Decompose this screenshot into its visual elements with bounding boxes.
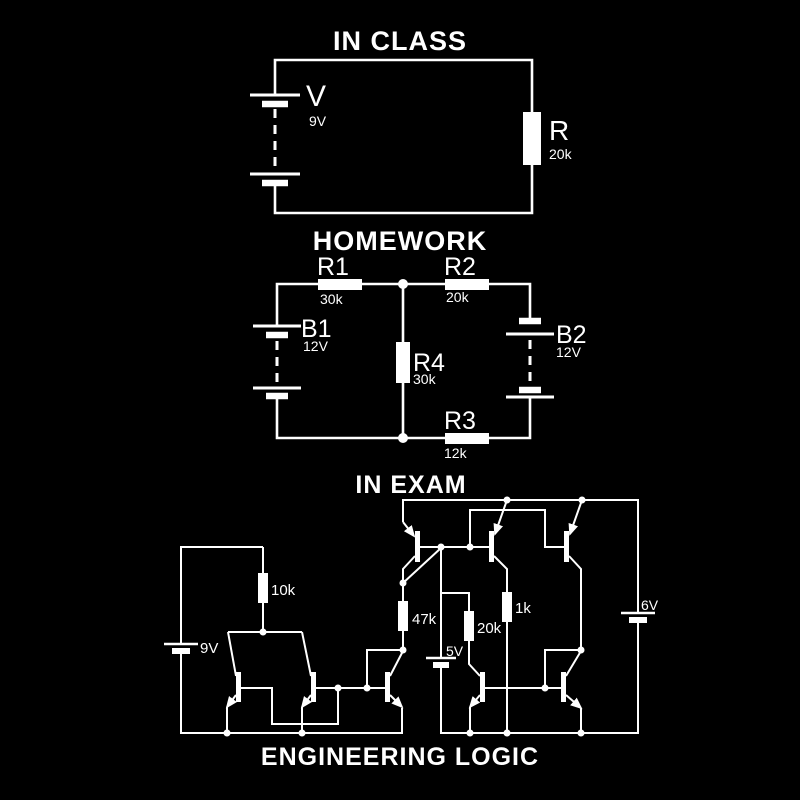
resistor-1k-value: 1k: [515, 600, 531, 617]
battery-b2-label: B2: [556, 321, 587, 349]
wire-base-bridge: [469, 509, 564, 548]
left-rail-top: [180, 546, 263, 644]
transistor-pnp3: [564, 499, 583, 650]
resistor-r2-body: [445, 279, 489, 290]
resistor-r3-value: 12k: [444, 445, 468, 461]
wire-q1-collector: [227, 631, 237, 677]
resistor-r2-label: R2: [444, 253, 476, 281]
transistor-pnp2-emitter-arrow: [493, 499, 508, 536]
wire-20k-jog: [441, 592, 470, 611]
resistor-47k-body: [398, 601, 408, 631]
transistor-pnp2-base-bar: [489, 531, 494, 562]
junction-dot-q6-emitter: [577, 729, 585, 737]
junction-dot-base1: [334, 684, 342, 692]
transistor-q3-emitter-arrow: [389, 694, 404, 709]
resistor-10k-body: [258, 573, 268, 603]
resistor-10k-value: 10k: [271, 582, 296, 599]
transistor-q6-base-bar: [561, 672, 566, 702]
resistor-r2-value: 20k: [446, 289, 470, 305]
junction-dot-q2-emitter: [298, 729, 306, 737]
transistor-pnp3-collector-wire: [568, 555, 582, 650]
transistor-q6-emitter-arrow: [565, 694, 583, 710]
right-bottom-rail: [440, 620, 639, 734]
resistor-r4-body: [396, 342, 410, 383]
transistor-q2-base-bar: [311, 672, 316, 702]
junction-dot-1k-bottom: [503, 729, 511, 737]
resistor-r3-label: R3: [444, 407, 476, 435]
battery-v-value: 9V: [309, 113, 327, 129]
resistor-47k-value: 47k: [412, 611, 437, 628]
battery-6v-symbol: [621, 611, 655, 623]
transistor-q1: [223, 672, 339, 737]
resistor-r1-label: R1: [317, 253, 349, 281]
battery-b1-value: 12V: [303, 338, 329, 354]
exam-right-subcircuit: 47k 6V: [398, 496, 659, 737]
transistor-q2-emitter-arrow: [300, 694, 312, 709]
transistor-q3-collector-wire: [389, 650, 404, 677]
battery-5v-symbol: [426, 656, 456, 668]
junction-dot-q1-emitter: [223, 729, 231, 737]
battery-b1-label: B1: [301, 315, 332, 343]
resistor-r1-value: 30k: [320, 291, 344, 307]
transistor-pnp2: [489, 499, 508, 592]
transistor-pnp1-collector-wire: [402, 555, 416, 583]
transistor-pnp3-base-bar: [564, 531, 569, 562]
resistor-r3-body: [445, 433, 489, 444]
wire-q2-collector: [301, 631, 312, 677]
in-class-title: IN CLASS: [333, 26, 467, 56]
resistor-r-body: [523, 112, 541, 165]
transistor-q2: [298, 672, 385, 737]
resistor-20k-body: [464, 611, 474, 641]
caption: ENGINEERING LOGIC: [261, 743, 539, 771]
transistor-q5-emitter-arrow: [468, 694, 481, 709]
battery-b2-symbol: [506, 317, 554, 399]
junction-dot-bottom: [398, 433, 408, 443]
in-exam-section: IN EXAM 9V 10k: [164, 471, 659, 737]
resistor-r-value: 20k: [549, 146, 573, 162]
resistor-1k-body: [502, 592, 512, 622]
wire-base-to-47k-node: [366, 649, 403, 688]
battery-v-symbol: [250, 93, 300, 187]
transistor-q5-base-bar: [480, 672, 485, 702]
transistor-q6-base-loop: [544, 649, 581, 688]
resistor-20k-value: 20k: [477, 620, 502, 637]
transistor-pnp2-collector-wire: [493, 555, 508, 592]
resistor-r4-value: 30k: [413, 371, 437, 387]
exam-left-subcircuit: 9V 10k: [164, 546, 404, 737]
battery-b1-symbol: [253, 324, 301, 400]
transistor-pnp1-emitter-arrow: [402, 521, 416, 538]
transistor-pnp1-base-bar: [415, 531, 420, 562]
junction-dot-q5-emitter: [466, 729, 474, 737]
top-rail: [402, 499, 639, 612]
junction-dot-top: [398, 279, 408, 289]
battery-b2-value: 12V: [556, 344, 582, 360]
transistor-q1-base-bar: [236, 672, 241, 702]
battery-5v-value: 5V: [446, 643, 464, 659]
transistor-q1-emitter-arrow: [225, 694, 237, 709]
homework-title: HOMEWORK: [313, 226, 487, 256]
resistor-r1-body: [318, 279, 362, 290]
left-bottom-rail: [180, 651, 403, 734]
in-exam-title: IN EXAM: [355, 471, 466, 499]
transistor-q5-collector-wire: [468, 641, 481, 677]
in-class-section: IN CLASS V 9V R 20k: [250, 26, 573, 215]
battery-9v-symbol: [164, 642, 198, 654]
transistor-q1-base-wire: [241, 687, 339, 725]
transistor-q5: [466, 641, 561, 737]
wire-feedback-diagonal: [402, 547, 442, 584]
transistor-q3: [385, 650, 404, 709]
transistor-q3-base-bar: [385, 672, 390, 702]
transistor-pnp3-emitter-arrow: [568, 499, 583, 536]
battery-9v-value: 9V: [200, 640, 218, 657]
transistor-q6-collector-wire: [565, 650, 582, 677]
resistor-r-label: R: [549, 115, 569, 146]
transistor-q6: [544, 649, 585, 737]
transistor-pnp1: [402, 521, 489, 583]
battery-6v-value: 6V: [641, 597, 659, 613]
homework-section: HOMEWORK B1 12V B2 12V R1 30k: [253, 226, 587, 461]
battery-v-label: V: [306, 80, 326, 113]
resistor-r4-label: R4: [413, 349, 445, 377]
